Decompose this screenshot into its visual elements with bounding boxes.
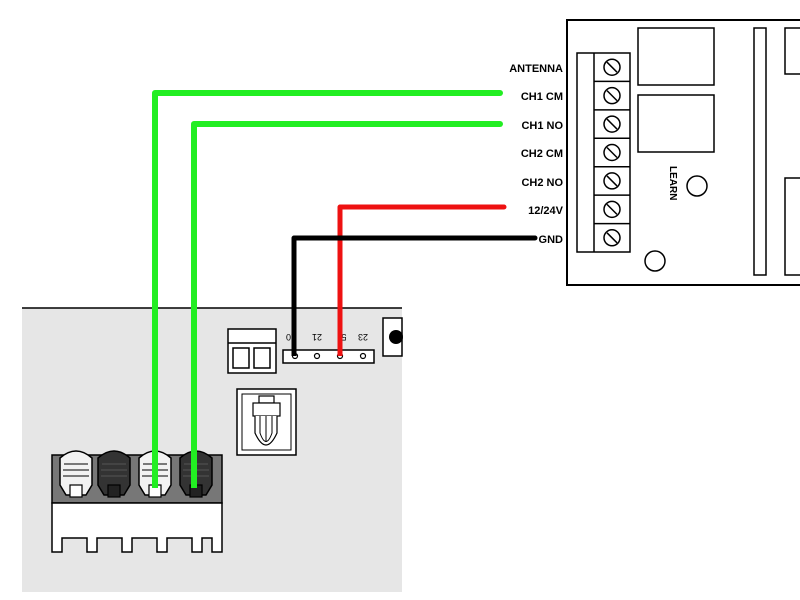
relay-2 [637,94,715,153]
wires [152,90,538,488]
learn-button[interactable] [686,175,708,197]
component-top-right [784,27,800,75]
wire-12-24v [337,204,504,356]
terminal-label-gnd: GND [539,234,564,246]
terminal-screw [603,58,621,76]
wire-12-24v-end [501,204,507,210]
pin-header: 20 21 5 23 [282,332,375,364]
terminal-label-ch2-cm: CH2 CM [521,148,563,160]
terminal-label-12-24v: 12/24V [528,205,564,217]
phone-jack [236,388,297,456]
terminal-label-ch1-cm: CH1 CM [521,91,563,103]
terminal-label-antenna: ANTENNA [509,63,563,75]
terminal-screw [603,200,621,219]
round-component [382,317,403,357]
terminal-labels: ANTENNA CH1 CM CH1 NO CH2 CM CH2 NO 12/2… [509,63,563,246]
terminal-label-ch2-no: CH2 NO [521,177,563,189]
component-bottom-right [784,177,800,276]
pin-label-21: 21 [312,332,322,342]
wire-ch1-cm [152,90,500,488]
terminal-screws [594,58,630,247]
wire-ch1-cm-end [497,90,503,96]
wire-ch1-no-end [497,121,503,127]
pin-label-20: 20 [286,332,296,342]
wire-gnd [291,235,535,356]
board-slot [753,27,767,276]
receiver-module: LEARN [566,19,800,286]
terminal-label-ch1-no: CH1 NO [521,120,563,132]
pin-label-23: 23 [358,332,368,342]
terminal-screw [603,115,621,133]
wire-terminal-2 [97,450,131,498]
controller-board: 20 21 5 23 [22,307,403,592]
terminal-screw [603,143,621,162]
terminal-screw [603,86,621,105]
learn-label: LEARN [667,166,678,200]
terminal-screw [603,229,621,247]
status-led [644,250,666,272]
wire-ch1-no [191,121,500,488]
two-pin-connector [227,328,277,374]
wire-gnd-end [532,235,538,241]
wire-terminal-1 [59,450,93,498]
pin-label-5: 5 [341,332,346,342]
relay-1 [637,27,715,86]
terminal-screw [603,172,621,190]
